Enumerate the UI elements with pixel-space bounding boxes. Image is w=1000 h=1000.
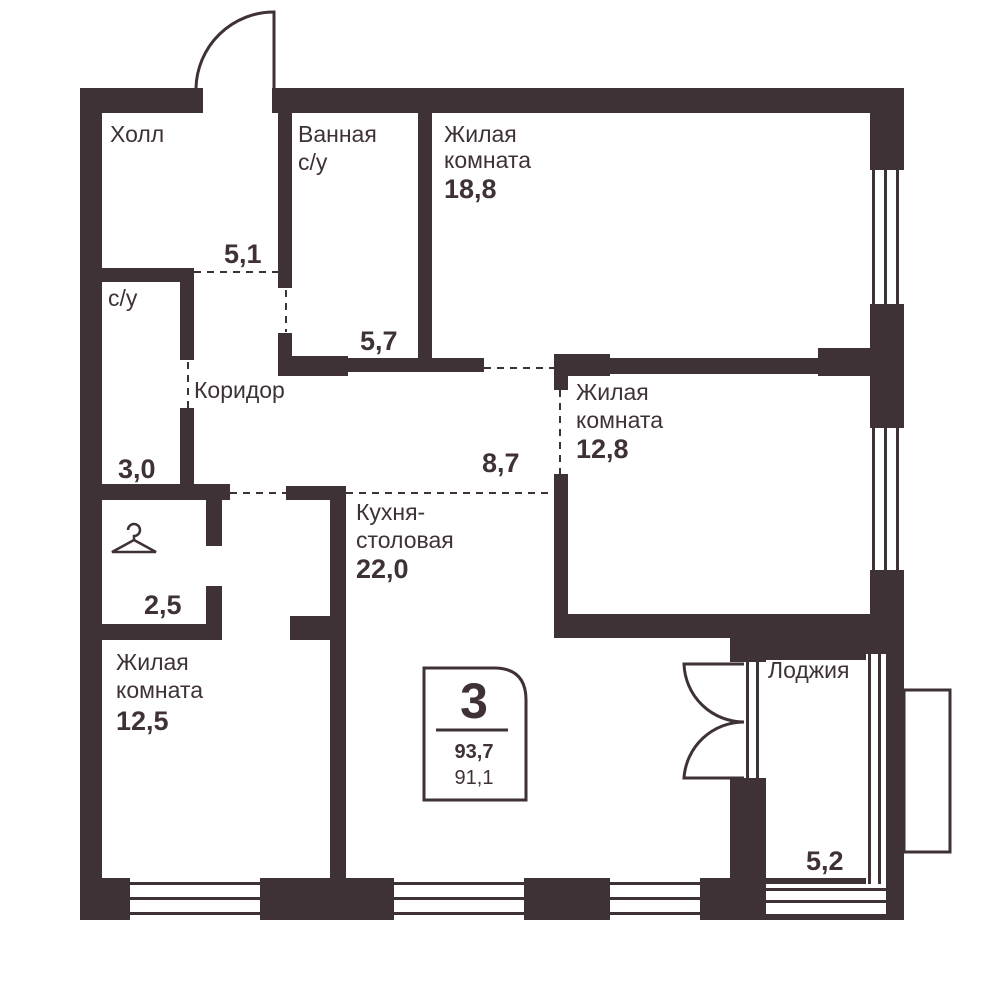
kitchen-name-line2: столовая	[356, 527, 454, 553]
window-bottom-1	[130, 878, 260, 920]
bathroom-area: 5,7	[360, 326, 398, 356]
loggia-name: Лоджия	[768, 657, 850, 683]
windows	[130, 170, 904, 920]
wall-living1-bottom-3	[818, 348, 872, 376]
wall-living2-left	[554, 474, 568, 638]
window-right-upper	[870, 170, 904, 304]
wc-name: с/у	[108, 285, 138, 311]
bathroom-name-line1: Ванная	[298, 121, 377, 147]
wall-wc-bottom	[100, 484, 230, 500]
badge-total-area: 93,7	[455, 741, 494, 763]
wall-loggia-left-lower	[730, 778, 766, 920]
living2-name-line1: Жилая	[576, 379, 649, 405]
living3-name-line1: Жилая	[116, 649, 189, 675]
window-loggia-right	[866, 654, 886, 894]
living1-name-line1: Жилая	[444, 121, 517, 147]
living2-name-line2: комната	[576, 407, 663, 433]
badge-rooms-count: 3	[460, 673, 488, 729]
living3-area: 12,5	[116, 706, 169, 736]
wall-wc-right-lower	[180, 408, 194, 498]
window-bottom-3	[610, 878, 700, 920]
wardrobe-area: 2,5	[144, 590, 182, 620]
wall-kitchen-left	[330, 486, 346, 886]
loggia-door-upper-icon	[682, 662, 745, 724]
doors	[194, 10, 745, 780]
window-loggia-left	[744, 662, 764, 778]
corridor-name: Коридор	[194, 377, 285, 403]
loggia-balcony-outline	[902, 688, 952, 854]
loggia-door-lower-icon	[682, 720, 745, 780]
wall-bath-right	[418, 100, 432, 372]
living3-name-line2: комната	[116, 677, 203, 703]
badge-living-area: 91,1	[455, 767, 494, 789]
wall-bath-left	[278, 88, 292, 288]
hall-area: 5,1	[224, 239, 262, 269]
hanger-icon	[111, 522, 157, 554]
kitchen-area: 22,0	[356, 554, 409, 584]
bathroom-name-line2: с/у	[298, 149, 328, 175]
wall-left	[80, 88, 102, 920]
wall-wardrobe-bottom	[100, 624, 222, 640]
window-bottom-2	[394, 878, 524, 920]
wc-area: 3,0	[118, 454, 156, 484]
corridor-area: 8,7	[482, 448, 520, 478]
kitchen-name-line1: Кухня-	[356, 499, 425, 525]
living2-area: 12,8	[576, 434, 629, 464]
wall-top-right	[272, 88, 904, 113]
entrance-door-icon	[194, 10, 276, 89]
window-loggia-bottom	[766, 884, 886, 914]
wall-living2-left-top	[554, 354, 568, 390]
loggia-area: 5,2	[806, 846, 844, 876]
wall-loggia-left	[730, 614, 766, 662]
living1-name-line2: комната	[444, 147, 531, 173]
wall-bath-bottom	[278, 356, 348, 376]
apartment-badge: 3 93,7 91,1	[422, 666, 528, 802]
room-boundaries	[187, 271, 561, 494]
badge-frame	[422, 666, 528, 802]
window-right-lower	[870, 428, 904, 570]
wall-kitchen-stub	[290, 616, 346, 640]
wall-living1-bottom-2	[610, 358, 872, 374]
hall-name: Холл	[110, 121, 164, 147]
living1-area: 18,8	[444, 174, 497, 204]
wall-wc-top	[100, 268, 194, 282]
wall-wardrobe-right-top	[206, 486, 222, 546]
wall-bath-bottom-2	[348, 358, 484, 372]
wall-loggia-right	[884, 648, 904, 920]
wall-wc-right	[180, 268, 194, 360]
